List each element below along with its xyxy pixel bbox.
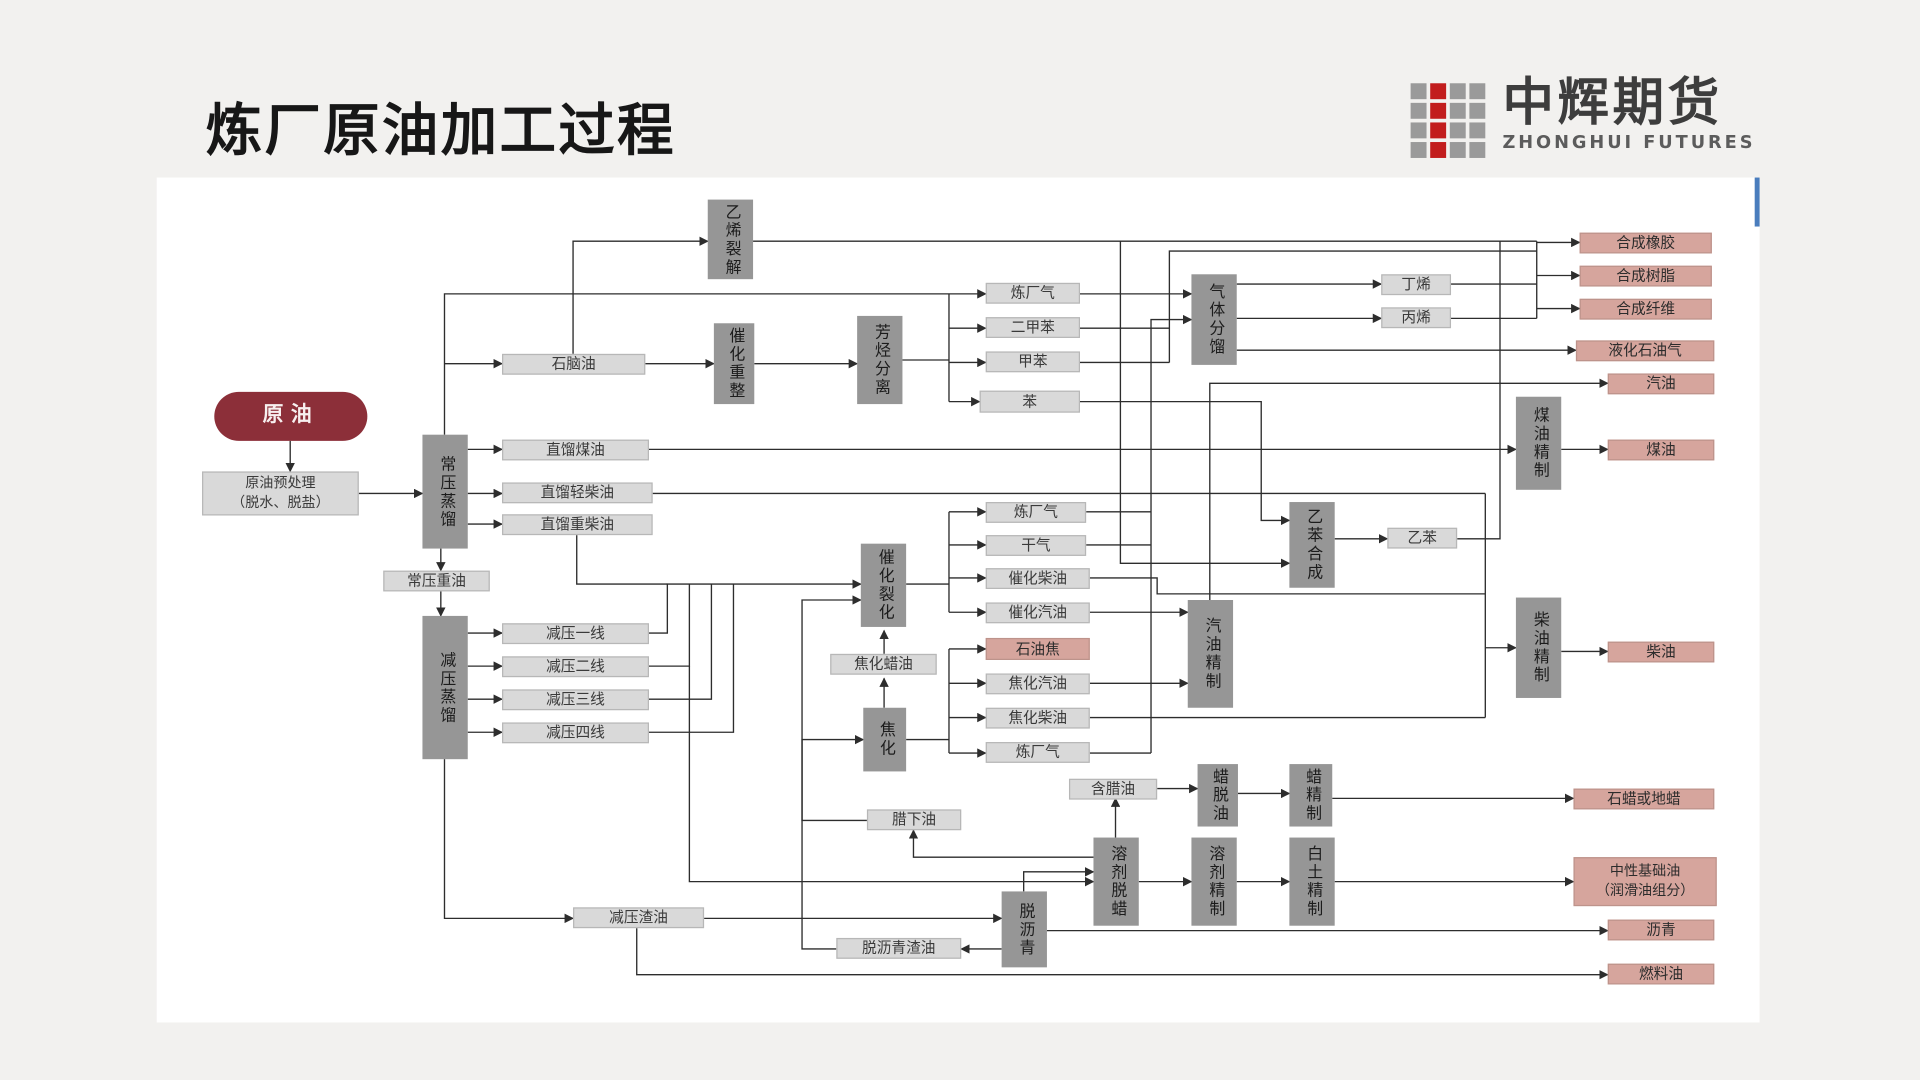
node-steamcrack: 乙烯裂解 [707,199,754,280]
logo-text: 中辉期货 ZHONGHUI FUTURES [1502,72,1756,154]
node-dieselrefine: 柴油精制 [1515,597,1562,698]
node-ld: 直馏轻柴油 [502,482,653,504]
node-propene: 丙烯 [1381,307,1452,329]
node-coker: 焦化 [863,707,907,772]
node-underwax: 腊下油 [866,809,962,831]
node-diesel: 柴油 [1607,641,1715,663]
node-aromsep: 芳烃分离 [857,315,903,405]
node-reformer: 催化重整 [713,323,755,405]
node-drygas: 干气 [985,535,1087,556]
node-catdiesel: 催化柴油 [985,568,1090,589]
node-cokergasoline: 焦化汽油 [985,673,1090,695]
node-gasrefine: 汽油精制 [1187,600,1234,708]
panel-accent-mark [1754,177,1760,227]
node-gasoline: 汽油 [1607,373,1715,395]
node-ar: 常压重油 [383,570,490,592]
node-toluene: 甲苯 [985,351,1080,373]
node-cokerdiesel: 焦化柴油 [985,707,1090,729]
node-solvref: 溶剂精制 [1191,837,1237,926]
node-vr: 减压渣油 [573,907,705,929]
node-gasfrac: 气体分馏 [1191,274,1237,365]
logo-grid-icon [1410,83,1486,158]
node-fueloil: 燃料油 [1607,963,1715,985]
node-clayref: 白土精制 [1289,837,1335,926]
node-baseoil: 中性基础油（润滑油组分） [1573,857,1717,907]
node-v4: 减压四线 [502,722,649,744]
logo: 中辉期货 ZHONGHUI FUTURES [1410,72,1756,158]
page-title: 炼厂原油加工过程 [205,96,676,163]
logo-brand: 中辉期货 [1502,72,1723,133]
node-xylene: 二甲苯 [985,317,1080,338]
node-kero_s: 直馏煤油 [502,439,649,461]
node-v1: 减压一线 [502,623,649,645]
node-naphtha: 石脑油 [502,353,646,375]
node-deasphoil: 脱沥青渣油 [836,937,962,959]
node-cokerwax: 焦化蜡油 [830,653,937,675]
node-waxrefine: 蜡精制 [1289,764,1333,827]
node-kerosene: 煤油 [1607,439,1715,461]
node-eb: 乙苯 [1387,527,1458,549]
logo-subtitle: ZHONGHUI FUTURES [1502,133,1756,154]
node-gas1: 炼厂气 [985,282,1080,304]
node-v2: 减压二线 [502,656,649,678]
node-pre: 原油预处理（脱水、脱盐） [202,471,359,516]
node-catgasoline: 催化汽油 [985,602,1090,624]
node-vdu: 减压蒸馏 [422,615,468,760]
node-waxoil: 含腊油 [1068,778,1158,800]
node-v3: 减压三线 [502,689,649,711]
node-butene: 丁烯 [1381,274,1452,296]
node-rubber: 合成橡胶 [1579,232,1712,254]
node-hd: 直馏重柴油 [502,514,653,536]
node-lpg: 液化石油气 [1575,340,1715,362]
node-benzene: 苯 [979,390,1080,413]
node-gas3: 炼厂气 [985,742,1090,763]
node-ebsynth: 乙苯合成 [1289,502,1335,588]
node-kerorefine: 煤油精制 [1515,396,1562,490]
node-bitumen: 沥青 [1607,919,1715,941]
node-resin: 合成树脂 [1579,265,1712,287]
node-fcc: 催化裂化 [860,543,907,627]
node-petcoke: 石油焦 [985,637,1090,660]
node-dewax: 溶剂脱蜡 [1093,837,1139,926]
node-deasph: 脱沥青 [1001,891,1047,968]
node-adu: 常压蒸馏 [422,434,468,549]
node-paraffin: 石蜡或地蜡 [1573,788,1715,810]
node-waxdeoil: 蜡脱油 [1197,764,1238,827]
node-crude: 原油 [214,391,368,441]
node-gas2: 炼厂气 [985,502,1087,523]
node-fiber: 合成纤维 [1579,298,1712,320]
